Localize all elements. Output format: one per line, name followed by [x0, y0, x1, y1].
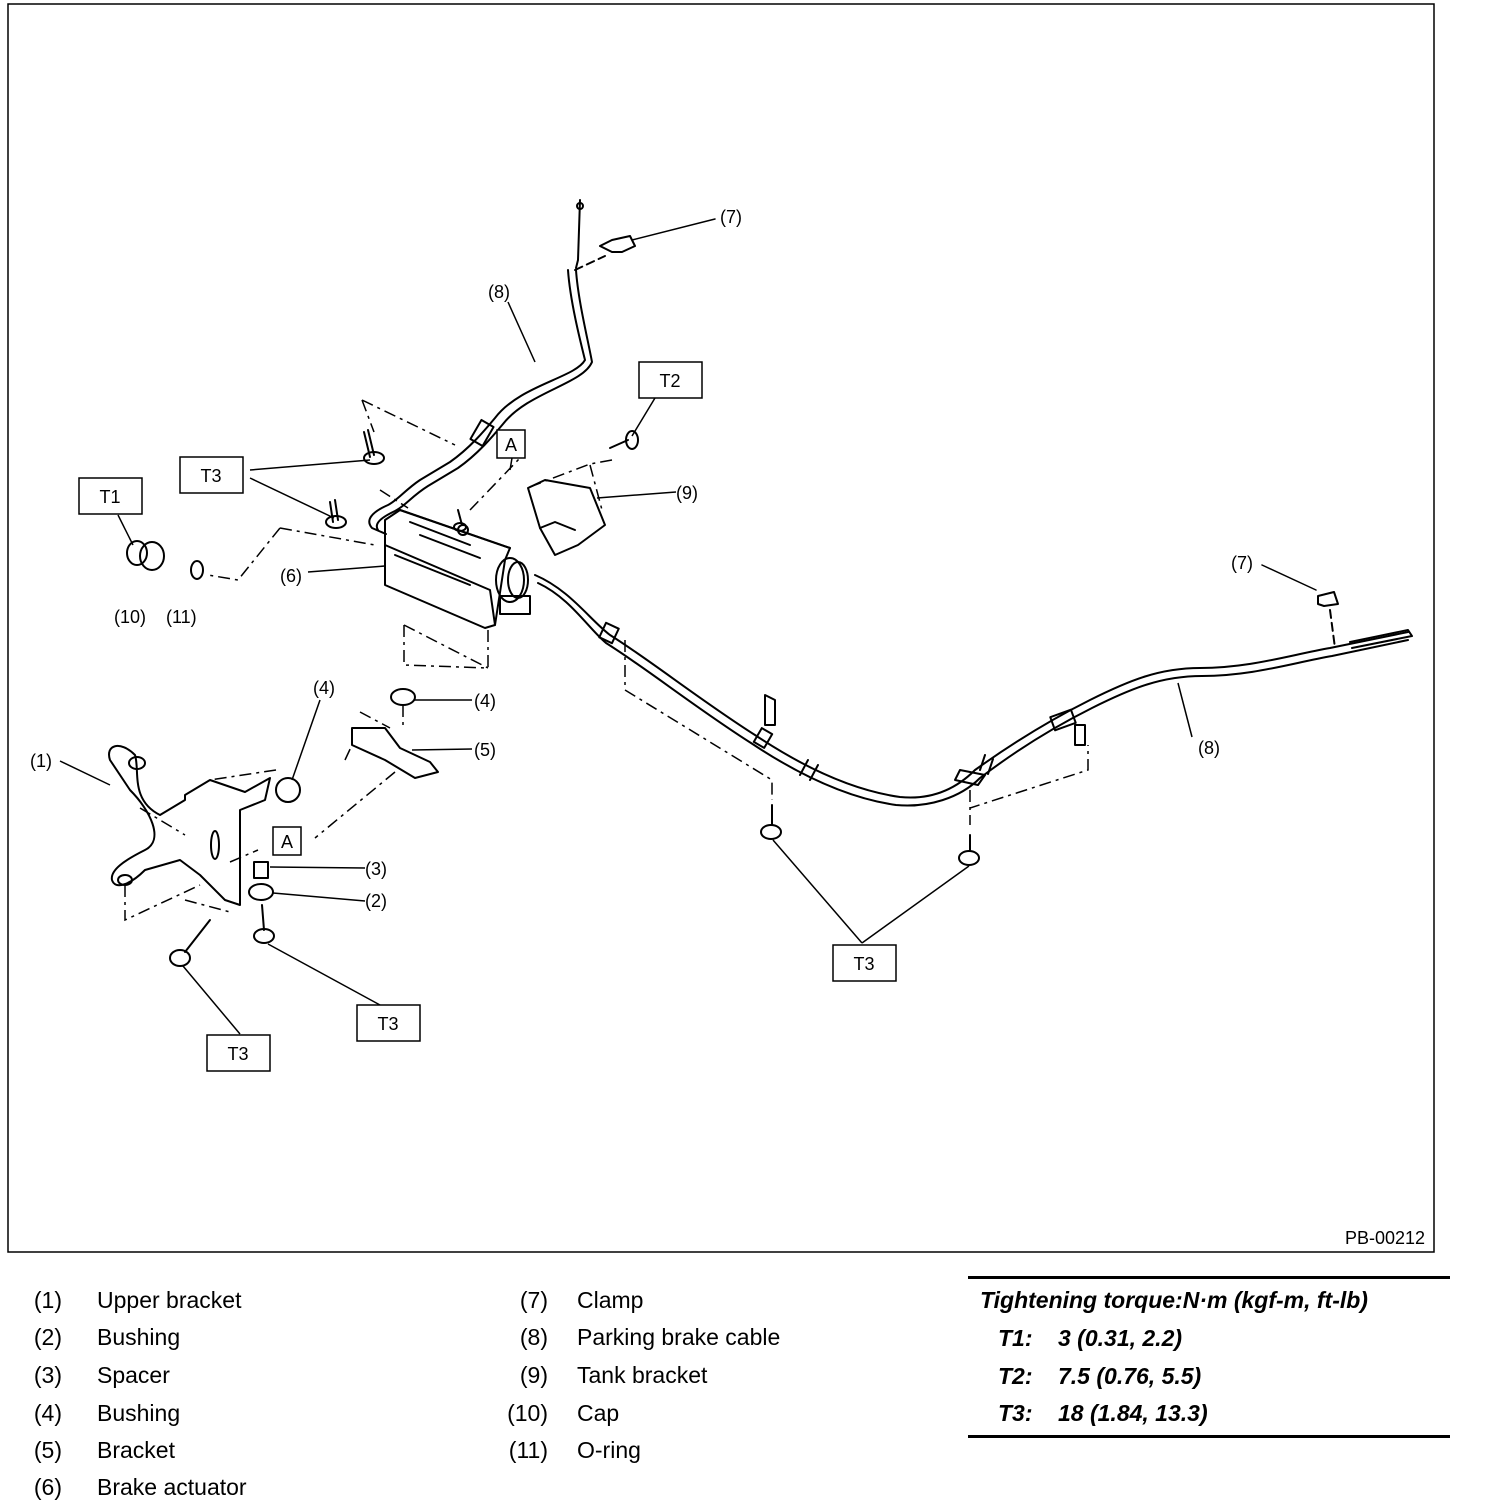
legend-name: Tank bracket	[577, 1362, 708, 1388]
box-t3-actuator: T3	[179, 456, 244, 494]
svg-text:A: A	[281, 832, 293, 852]
legend-number: (1)	[33, 1287, 62, 1313]
bushing-4-lower	[275, 777, 301, 803]
bolts-lower	[169, 694, 1086, 967]
svg-text:T3: T3	[853, 954, 874, 974]
callout-1: (1)	[30, 751, 52, 771]
tightening-torque-table: Tightening torque:N·m (kgf-m, ft-lb) T1:…	[968, 1276, 1450, 1438]
callouts: (7) (8) (9) (6) (10) (11) (7) (8) (4) (4…	[30, 207, 1253, 911]
callout-7-upper: (7)	[720, 207, 742, 227]
torque-header: Tightening torque:N·m (kgf-m, ft-lb)	[980, 1287, 1368, 1313]
torque-id: T2:	[998, 1363, 1033, 1389]
legend-number: (5)	[33, 1437, 62, 1463]
legend-number: (8)	[519, 1324, 548, 1350]
box-t2: T2	[638, 361, 703, 399]
leader-lines	[59, 301, 1193, 1035]
legend-name: Cap	[577, 1400, 620, 1426]
callout-8-right: (8)	[1198, 738, 1220, 758]
box-t3-bracket-left: T3	[206, 1034, 271, 1072]
callout-4-upper: (4)	[313, 678, 335, 698]
svg-text:T1: T1	[99, 487, 120, 507]
legend-number: (10)	[507, 1400, 548, 1426]
legend-name: Spacer	[97, 1362, 170, 1388]
legend-number: (7)	[519, 1287, 548, 1313]
box-t3-cable: T3	[832, 944, 897, 982]
svg-text:A: A	[505, 435, 517, 455]
box-t1: T1	[78, 477, 143, 515]
callout-10: (10)	[114, 607, 146, 627]
callout-8-upper: (8)	[488, 282, 510, 302]
figure-frame	[7, 3, 1435, 1253]
legend-number: (11)	[508, 1437, 548, 1463]
bushing-2	[248, 883, 274, 901]
clamp-upper	[599, 235, 636, 253]
legend-number: (2)	[33, 1324, 62, 1350]
lower-parking-brake-cable	[534, 574, 1413, 807]
torque-value: 3 (0.31, 2.2)	[1058, 1325, 1183, 1351]
torque-value: 7.5 (0.76, 5.5)	[1058, 1363, 1202, 1389]
legend-name: Upper bracket	[97, 1287, 242, 1313]
legend-name: O-ring	[577, 1437, 641, 1463]
callout-5: (5)	[474, 740, 496, 760]
torque-id: T1:	[998, 1325, 1033, 1351]
clamp-right	[1317, 591, 1339, 607]
callout-11: (11)	[166, 607, 197, 627]
legend-name: Clamp	[577, 1287, 644, 1313]
svg-text:T3: T3	[377, 1014, 398, 1034]
legend-number: (3)	[33, 1362, 62, 1388]
legend-number: (9)	[519, 1362, 548, 1388]
legend-name: Bracket	[97, 1437, 175, 1463]
cap-and-oring	[126, 540, 204, 580]
bolts-actuator	[325, 429, 639, 532]
legend-number: (6)	[33, 1474, 62, 1500]
box-a-upper: A	[496, 429, 526, 459]
callout-2: (2)	[365, 891, 387, 911]
svg-text:T2: T2	[659, 371, 680, 391]
callout-4-lower: (4)	[474, 691, 496, 711]
svg-text:T3: T3	[200, 466, 221, 486]
bushing-4-upper	[390, 688, 416, 706]
box-a-lower: A	[272, 826, 302, 856]
legend-name: Bushing	[97, 1400, 181, 1426]
exploded-parts-diagram: PB-00212	[7, 3, 1435, 1253]
legend-number: (4)	[33, 1400, 62, 1426]
callout-9: (9)	[676, 483, 698, 503]
legend-name: Bushing	[97, 1324, 181, 1350]
svg-text:T3: T3	[227, 1044, 248, 1064]
box-t3-bracket-right: T3	[356, 1004, 421, 1042]
torque-value: 18 (1.84, 13.3)	[1058, 1400, 1208, 1426]
spacer	[253, 861, 269, 879]
legend-name: Parking brake cable	[577, 1324, 781, 1350]
upper-parking-brake-cable	[368, 199, 593, 535]
brake-actuator	[384, 509, 531, 629]
figure-code: PB-00212	[1345, 1228, 1425, 1248]
construction-lines	[124, 399, 1089, 922]
torque-id: T3:	[998, 1400, 1033, 1426]
upper-bracket	[108, 745, 271, 906]
bracket-5	[351, 727, 439, 779]
callout-7-right: (7)	[1231, 553, 1253, 573]
legend-name: Brake actuator	[97, 1474, 247, 1500]
callout-6: (6)	[280, 566, 302, 586]
tank-bracket	[527, 479, 606, 556]
callout-3: (3)	[365, 859, 387, 879]
